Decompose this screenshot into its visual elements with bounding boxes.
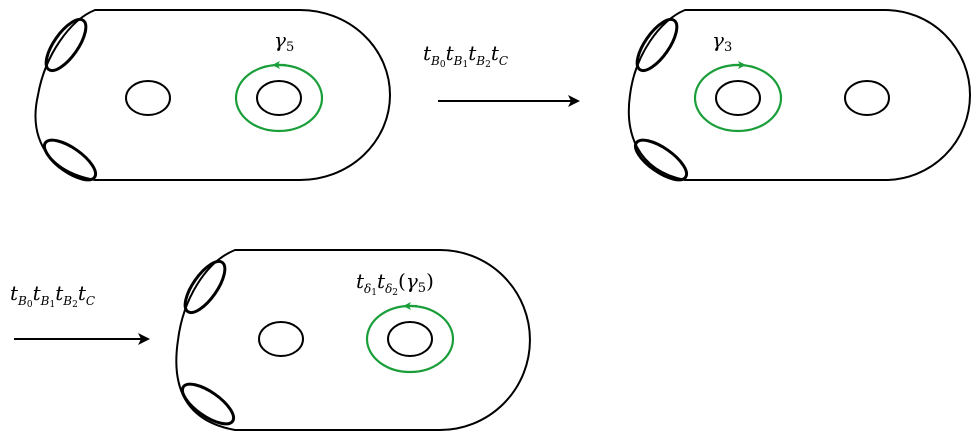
arrow-label-1: tB0tB1tB2tC — [423, 41, 508, 70]
arrow-label-2: tB0tB1tB2tC — [10, 281, 95, 310]
hole-left — [715, 80, 761, 116]
boundary-component-bottom — [633, 138, 689, 182]
boundary-component-top — [183, 259, 227, 315]
hole-left — [258, 321, 304, 357]
hole-right — [844, 80, 890, 116]
boundary-component-bottom — [180, 382, 236, 426]
boundary-component-top — [635, 17, 679, 73]
hole-right — [256, 80, 302, 116]
boundary-component-top — [44, 17, 88, 73]
panel-1: γ5 — [34, 9, 391, 182]
curve-gamma-3 — [693, 63, 783, 133]
panel-3: tδ1tδ2(γ5) — [175, 249, 531, 431]
arrow-2: tB0tB1tB2tC — [10, 281, 150, 345]
arrow-1: tB0tB1tB2tC — [423, 41, 580, 107]
curve-twisted-gamma-5 — [365, 304, 455, 374]
boundary-component-bottom — [42, 138, 98, 182]
surface-outline — [34, 9, 391, 181]
curve-label-twisted-gamma-5: tδ1tδ2(γ5) — [356, 269, 434, 298]
curve-label-gamma-3: γ3 — [712, 28, 732, 55]
surface-outline — [175, 249, 531, 431]
curve-gamma-5 — [234, 63, 324, 133]
hole-left — [125, 80, 171, 116]
surface-outline — [627, 9, 971, 181]
curve-label-gamma-5: γ5 — [274, 28, 294, 55]
panel-2: γ3 — [627, 9, 971, 182]
hole-right — [387, 321, 433, 357]
